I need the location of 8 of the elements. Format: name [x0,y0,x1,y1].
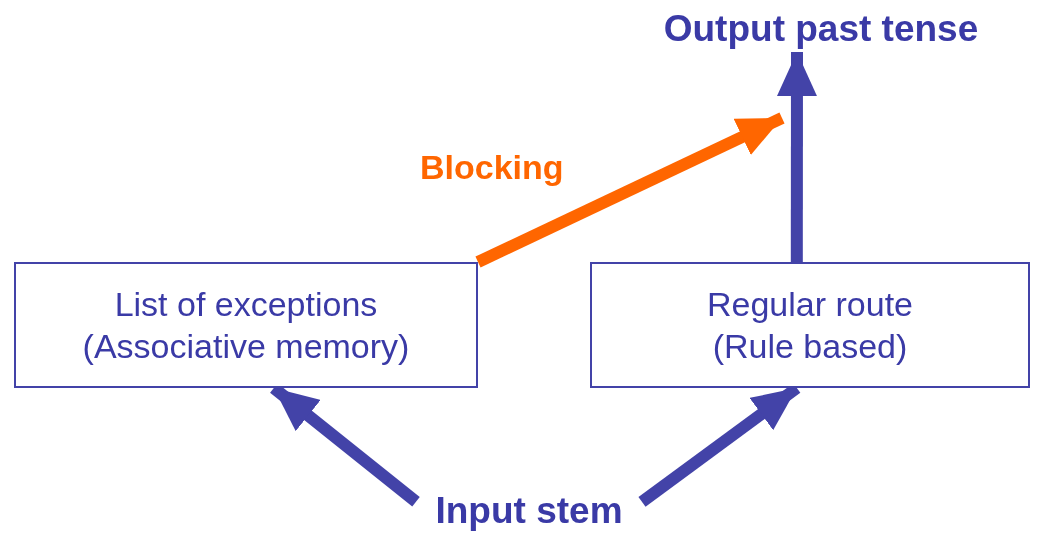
arrow [475,112,785,268]
process-box [590,262,1030,388]
node-label: Input stem [435,488,623,533]
arrow [776,52,817,262]
box-text: Regular route (Rule based) [706,283,914,367]
process-box [14,262,478,388]
box-text: List of exceptions (Associative memory) [81,283,411,367]
node-label: Output past tense [663,6,979,51]
